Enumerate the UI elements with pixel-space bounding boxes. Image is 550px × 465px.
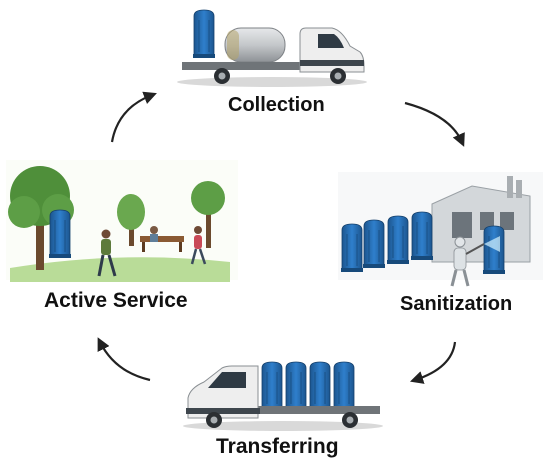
cycle-arrows: [97, 91, 465, 384]
portable-toilet-icon: [482, 225, 506, 275]
portable-toilet-icon: [332, 361, 356, 411]
sanitization-illustration: [338, 172, 543, 287]
portable-toilet-icon: [386, 215, 410, 265]
transferring-label: Transferring: [216, 435, 339, 458]
cycle-arrow-icon: [110, 91, 157, 143]
portable-toilet-icon: [260, 361, 284, 411]
portable-toilet-icon: [410, 211, 434, 261]
active-service-label: Active Service: [44, 289, 188, 312]
cycle-arrow-icon: [97, 337, 151, 382]
portable-toilet-icon: [308, 361, 332, 411]
collection-truck-illustration: [177, 9, 367, 87]
worker-icon: [450, 236, 500, 287]
bench-icon: [140, 226, 184, 252]
active-service-illustration: [6, 160, 238, 282]
portable-toilet-icon: [284, 361, 308, 411]
person-icon: [97, 229, 117, 277]
transferring-truck-illustration: [183, 361, 383, 431]
portable-toilet-icon: [340, 223, 364, 273]
portable-toilet-icon: [192, 9, 216, 59]
tree-icon: [117, 194, 145, 246]
cycle-arrow-icon: [409, 341, 457, 384]
portable-toilet-icon: [48, 209, 72, 259]
sanitization-label: Sanitization: [400, 293, 513, 315]
tree-icon: [191, 181, 225, 248]
cycle-arrow-icon: [404, 101, 465, 147]
person-icon: [190, 226, 207, 265]
portable-toilet-icon: [362, 219, 386, 269]
collection-label: Collection: [228, 94, 325, 116]
